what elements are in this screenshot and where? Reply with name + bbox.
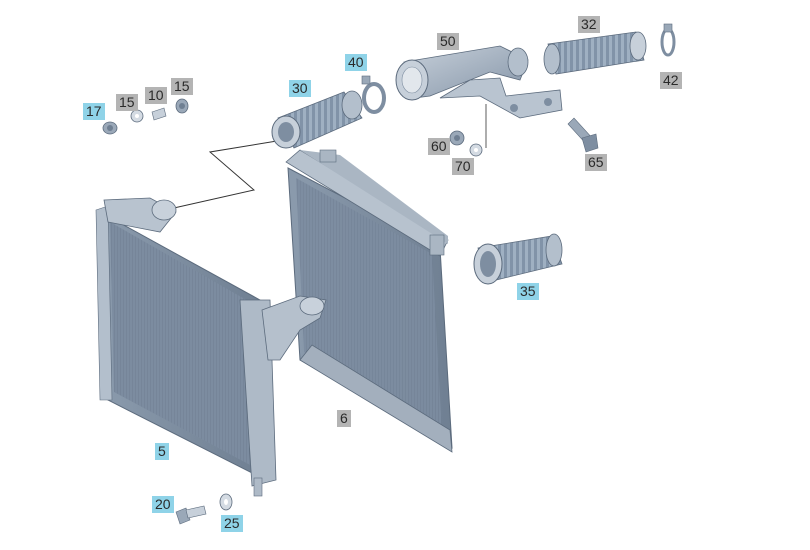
- pipe-50[interactable]: [395, 45, 563, 119]
- nut-60[interactable]: [449, 130, 465, 146]
- bolt-20[interactable]: [175, 505, 207, 525]
- callout-17[interactable]: 17: [83, 103, 105, 120]
- callout-20[interactable]: 20: [152, 496, 174, 513]
- callout-35[interactable]: 35: [517, 283, 539, 300]
- washer-70[interactable]: [469, 143, 483, 157]
- callout-65[interactable]: 65: [585, 154, 607, 171]
- callout-32[interactable]: 32: [578, 16, 600, 33]
- washer-15b[interactable]: [175, 98, 189, 114]
- callout-10[interactable]: 10: [145, 87, 167, 104]
- callout-6[interactable]: 6: [337, 410, 351, 427]
- callout-15b[interactable]: 15: [171, 78, 193, 95]
- clamp-40[interactable]: [361, 75, 386, 114]
- callout-40[interactable]: 40: [345, 54, 367, 71]
- hose-35[interactable]: [473, 233, 563, 285]
- callout-42[interactable]: 42: [660, 72, 682, 89]
- callout-70[interactable]: 70: [452, 158, 474, 175]
- washer-15a[interactable]: [130, 109, 144, 123]
- clamp-42[interactable]: [660, 23, 676, 57]
- bolt-65[interactable]: [567, 117, 599, 153]
- callout-5[interactable]: 5: [155, 443, 169, 460]
- plug-17[interactable]: [102, 121, 118, 135]
- screw-10[interactable]: [151, 107, 167, 121]
- callout-15a[interactable]: 15: [116, 94, 138, 111]
- callout-30[interactable]: 30: [289, 80, 311, 97]
- leader-line: [164, 139, 284, 211]
- callout-60[interactable]: 60: [428, 138, 450, 155]
- intercooler-5[interactable]: [95, 197, 327, 497]
- washer-25[interactable]: [219, 493, 233, 511]
- hose-32[interactable]: [543, 31, 647, 75]
- radiator-6[interactable]: [285, 149, 453, 453]
- callout-25[interactable]: 25: [221, 515, 243, 532]
- callout-50[interactable]: 50: [437, 33, 459, 50]
- hose-30[interactable]: [271, 90, 363, 149]
